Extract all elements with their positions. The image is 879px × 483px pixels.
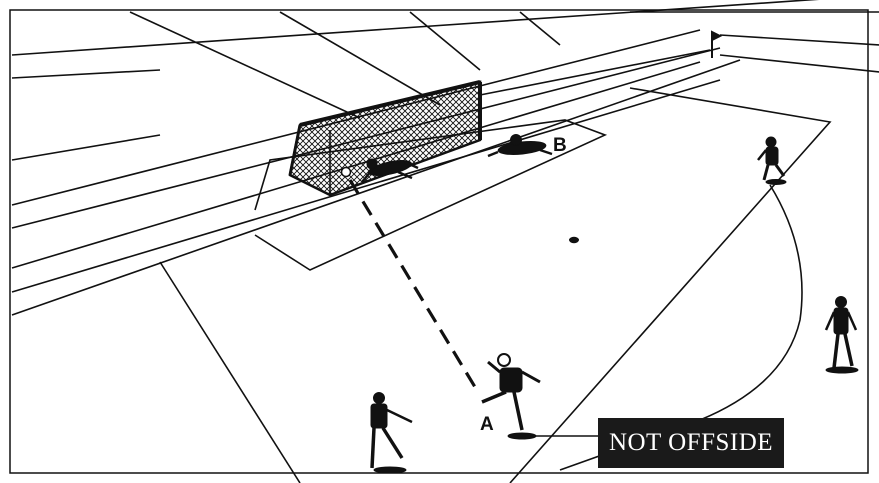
player-right [826, 297, 858, 374]
label-a: A [480, 414, 494, 435]
corner-flag-icon [712, 32, 720, 58]
ball-shadow [569, 237, 579, 243]
player-bottom-left [371, 393, 412, 474]
image-border [10, 10, 868, 473]
label-b: B [553, 135, 567, 156]
ball-in-goal [342, 168, 351, 177]
shot-trajectory-line [350, 180, 478, 392]
not-offside-caption: NOT OFFSIDE [598, 418, 784, 468]
